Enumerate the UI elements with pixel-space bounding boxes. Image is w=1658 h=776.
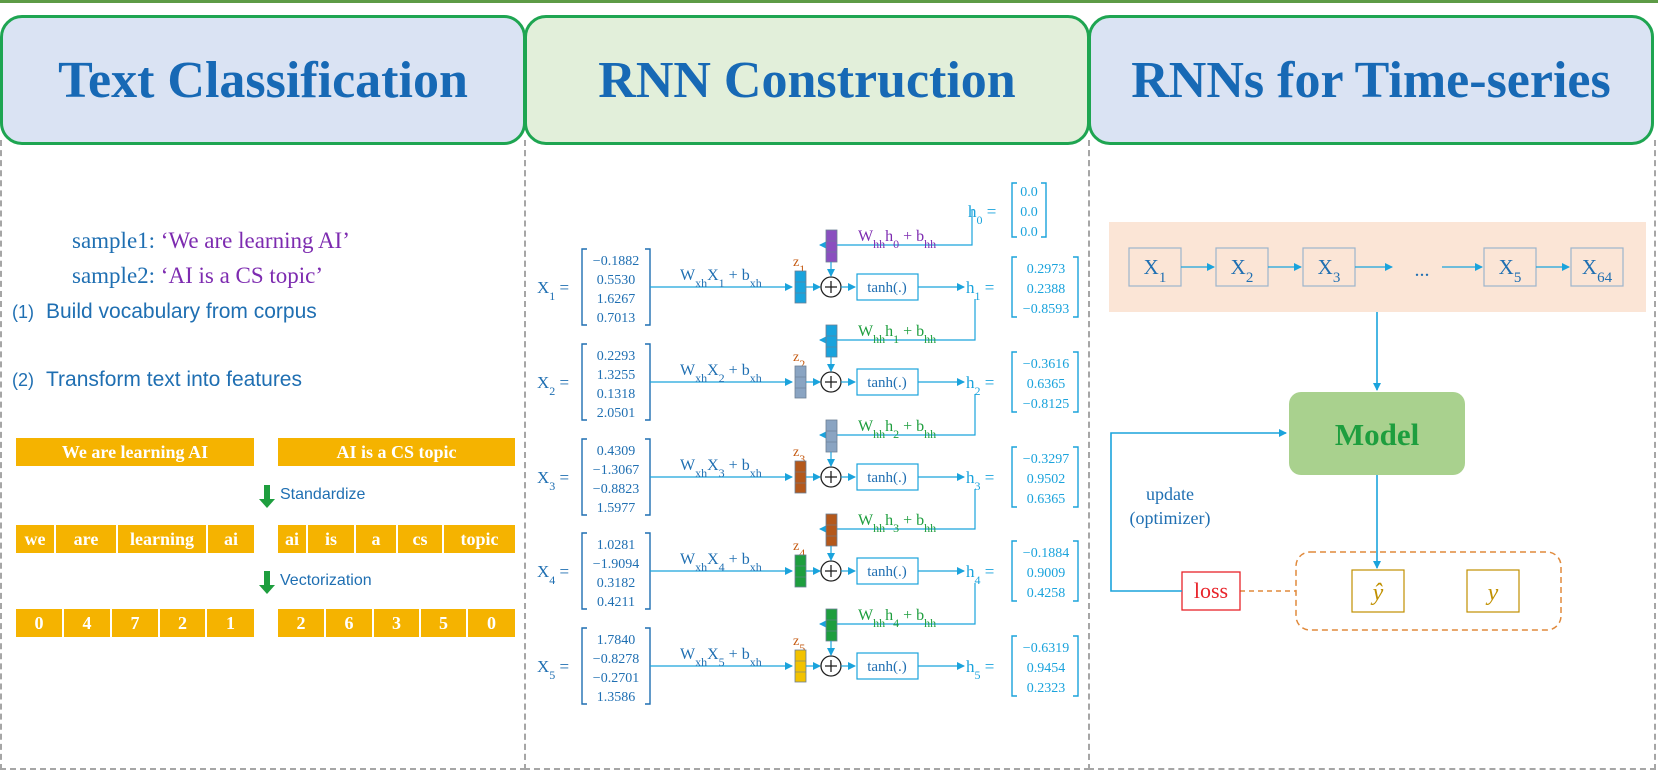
sentence2-box: AI is a CS topic xyxy=(278,438,515,466)
title-text-classification: Text Classification xyxy=(58,51,468,109)
vector1-row: 0 4 7 2 1 xyxy=(16,609,254,637)
sample2-line: sample2: ‘AI is a CS topic’ xyxy=(72,263,323,289)
sample1-text: ‘We are learning AI’ xyxy=(160,228,350,253)
header-time-series: RNNs for Time-series xyxy=(1088,15,1654,145)
vector-cell: 3 xyxy=(374,609,421,637)
panel-time-series xyxy=(1088,140,1656,770)
vector-cell: 5 xyxy=(421,609,468,637)
sample2-text: ‘AI is a CS topic’ xyxy=(160,263,324,288)
token-cell: learning xyxy=(118,525,208,553)
title-time-series: RNNs for Time-series xyxy=(1131,51,1611,109)
token-cell: we xyxy=(16,525,56,553)
title-rnn-construction: RNN Construction xyxy=(598,51,1016,109)
sample2-label: sample2: xyxy=(72,263,161,288)
vector-cell: 0 xyxy=(16,609,64,637)
step2-line: (2) Transform text into features xyxy=(12,368,302,392)
standardize-arrow-icon xyxy=(259,485,275,508)
tokens1-row: we are learning ai xyxy=(16,525,254,553)
token-cell: ai xyxy=(208,525,254,553)
vector-cell: 0 xyxy=(468,609,515,637)
sample1-label: sample1: xyxy=(72,228,161,253)
panel-rnn-construction xyxy=(524,140,1090,770)
token-cell: are xyxy=(56,525,118,553)
step1-text: Build vocabulary from corpus xyxy=(46,300,317,323)
vector2-row: 2 6 3 5 0 xyxy=(278,609,515,637)
step1-number: (1) xyxy=(12,302,34,322)
token-cell: cs xyxy=(398,525,444,553)
token-cell: a xyxy=(356,525,398,553)
sample1-line: sample1: ‘We are learning AI’ xyxy=(72,228,350,254)
vector-cell: 1 xyxy=(207,609,254,637)
step1-line: (1) Build vocabulary from corpus xyxy=(12,300,317,324)
header-rnn-construction: RNN Construction xyxy=(524,15,1090,145)
sentence1-box: We are learning AI xyxy=(16,438,254,466)
token-cell: ai xyxy=(278,525,308,553)
token-cell: topic xyxy=(444,525,515,553)
header-text-classification: Text Classification xyxy=(0,15,526,145)
top-accent-line xyxy=(0,0,1658,3)
vector-cell: 6 xyxy=(326,609,374,637)
vectorization-label: Vectorization xyxy=(280,572,372,589)
step2-number: (2) xyxy=(12,370,34,390)
vector-cell: 4 xyxy=(64,609,112,637)
standardize-label: Standardize xyxy=(280,486,366,503)
tokens2-row: ai is a cs topic xyxy=(278,525,515,553)
vector-cell: 2 xyxy=(278,609,326,637)
vectorization-arrow-icon xyxy=(259,571,275,594)
vector-cell: 7 xyxy=(112,609,160,637)
vector-cell: 2 xyxy=(160,609,207,637)
step2-text: Transform text into features xyxy=(46,368,302,391)
token-cell: is xyxy=(308,525,356,553)
